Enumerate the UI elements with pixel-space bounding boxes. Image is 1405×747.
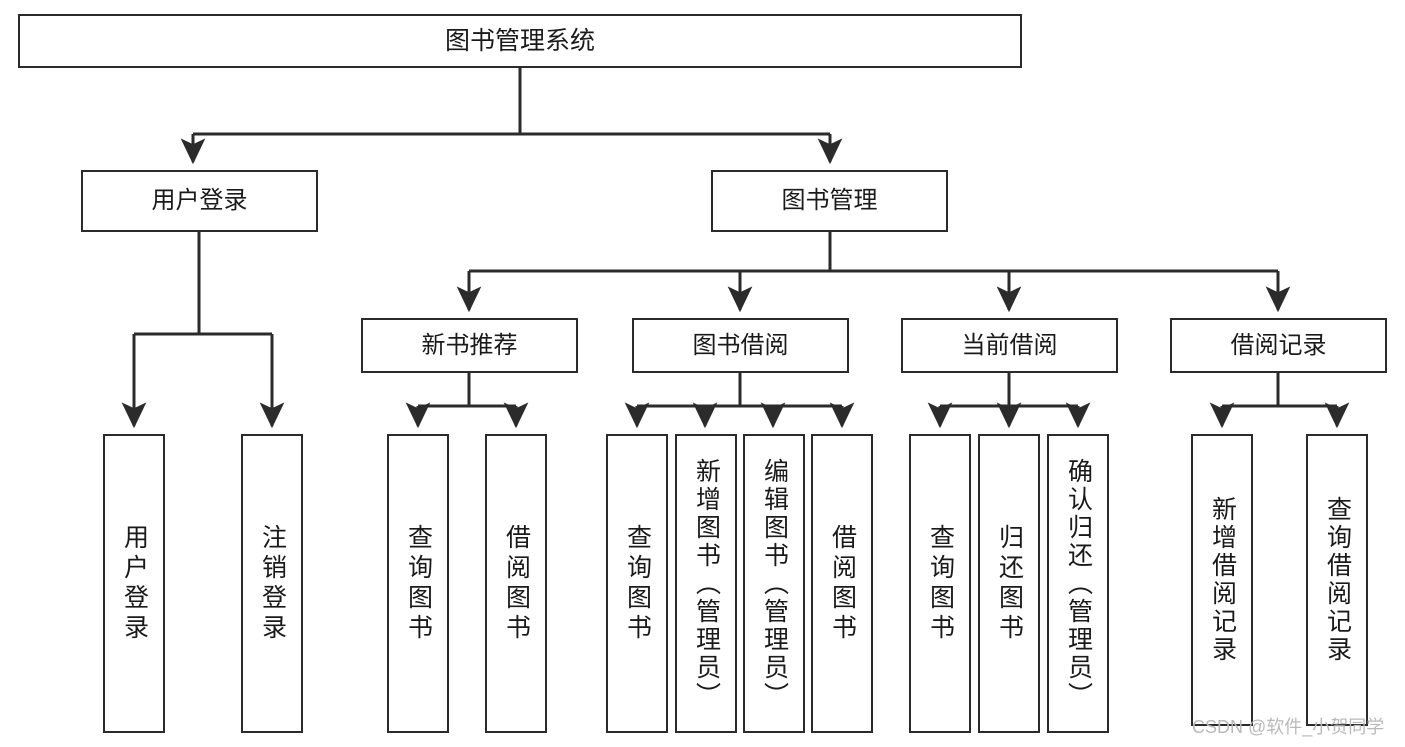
node-leaf-query-book-2[interactable]: 查询图书 xyxy=(606,434,668,733)
node-leaf-user-login[interactable]: 用户登录 xyxy=(103,434,165,733)
node-leaf-borrow-book-2-label: 借阅图书 xyxy=(828,523,857,644)
node-root-label: 图书管理系统 xyxy=(444,26,595,55)
node-leaf-edit-book-label: 编辑图书（管理员） xyxy=(760,457,789,710)
node-leaf-query-book-3-label: 查询图书 xyxy=(926,523,955,644)
node-leaf-add-record[interactable]: 新增借阅记录 xyxy=(1191,434,1253,726)
node-book-borrow[interactable]: 图书借阅 xyxy=(632,318,849,373)
node-leaf-query-record[interactable]: 查询借阅记录 xyxy=(1306,434,1368,726)
node-borrow-record[interactable]: 借阅记录 xyxy=(1170,318,1387,373)
node-user-login[interactable]: 用户登录 xyxy=(81,170,318,232)
node-leaf-user-logout[interactable]: 注销登录 xyxy=(241,434,303,733)
node-leaf-query-book-1-label: 查询图书 xyxy=(404,523,433,644)
node-borrow-record-label: 借阅记录 xyxy=(1230,331,1327,359)
node-leaf-return-book-label: 归还图书 xyxy=(995,523,1024,644)
node-leaf-borrow-book-2[interactable]: 借阅图书 xyxy=(811,434,873,733)
node-leaf-query-book-3[interactable]: 查询图书 xyxy=(909,434,971,733)
node-leaf-edit-book[interactable]: 编辑图书（管理员） xyxy=(743,434,805,733)
node-root[interactable]: 图书管理系统 xyxy=(18,14,1022,68)
node-leaf-query-book-1[interactable]: 查询图书 xyxy=(387,434,449,733)
node-new-book-recommend-label: 新书推荐 xyxy=(421,331,518,359)
node-leaf-add-book-label: 新增图书（管理员） xyxy=(692,457,721,710)
node-current-borrow-label: 当前借阅 xyxy=(961,331,1058,359)
node-user-login-label: 用户登录 xyxy=(151,187,248,215)
node-leaf-return-book[interactable]: 归还图书 xyxy=(978,434,1040,733)
node-leaf-add-record-label: 新增借阅记录 xyxy=(1208,496,1237,664)
node-leaf-user-login-label: 用户登录 xyxy=(120,523,149,644)
node-leaf-add-book[interactable]: 新增图书（管理员） xyxy=(675,434,737,733)
node-book-management-label: 图书管理 xyxy=(781,187,878,215)
node-leaf-confirm-return-label: 确认归还（管理员） xyxy=(1064,457,1093,710)
node-leaf-borrow-book-1[interactable]: 借阅图书 xyxy=(485,434,547,733)
node-new-book-recommend[interactable]: 新书推荐 xyxy=(361,318,578,373)
node-book-borrow-label: 图书借阅 xyxy=(692,331,789,359)
node-current-borrow[interactable]: 当前借阅 xyxy=(901,318,1118,373)
node-leaf-confirm-return[interactable]: 确认归还（管理员） xyxy=(1047,434,1109,733)
node-leaf-query-book-2-label: 查询图书 xyxy=(623,523,652,644)
node-leaf-borrow-book-1-label: 借阅图书 xyxy=(502,523,531,644)
node-leaf-user-logout-label: 注销登录 xyxy=(258,523,287,644)
node-leaf-query-record-label: 查询借阅记录 xyxy=(1323,496,1352,664)
node-book-management[interactable]: 图书管理 xyxy=(711,170,948,232)
